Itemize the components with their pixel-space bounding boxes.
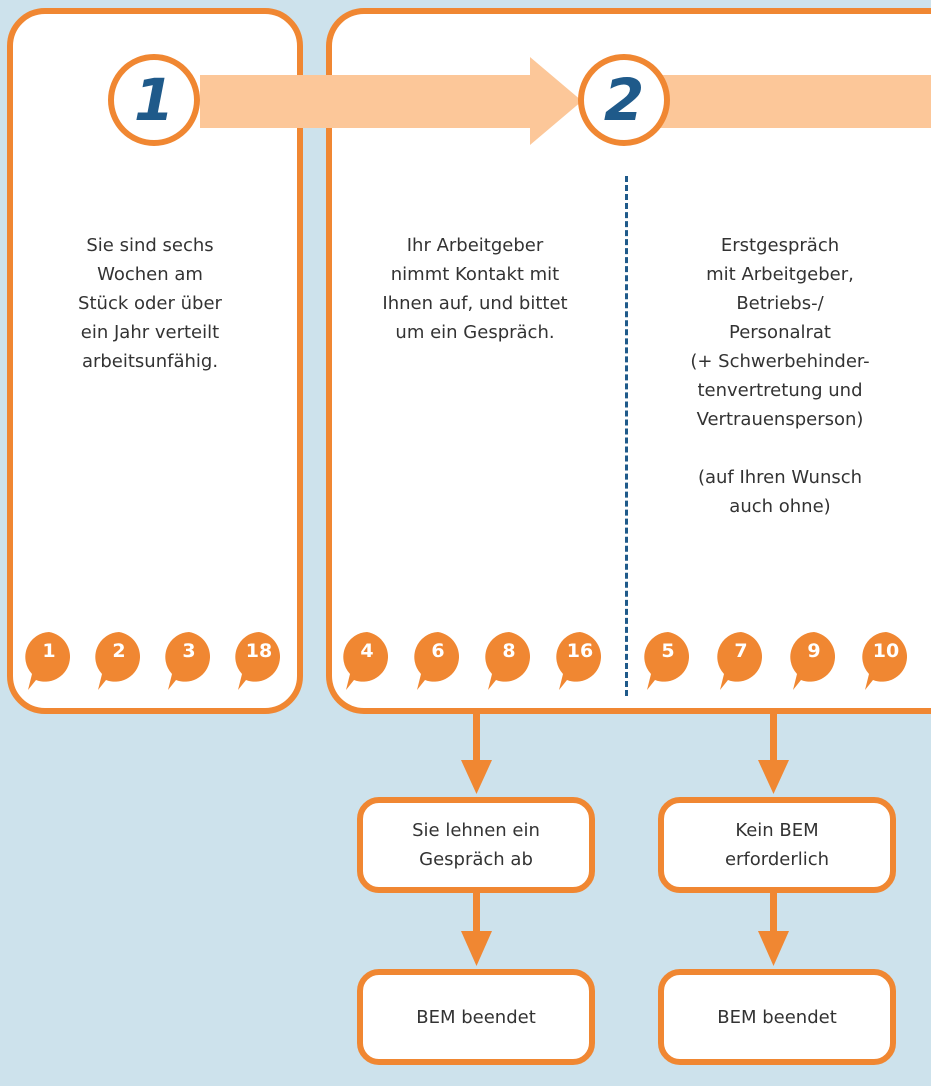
reference-bubble[interactable]: 1 [22,630,76,690]
reference-number: 2 [112,640,126,662]
connector-line-right-bottom [770,893,777,933]
reference-bubble[interactable]: 10 [859,630,913,690]
arrow-1-to-2 [200,57,582,145]
progress-arrow [200,57,931,145]
reference-bubble[interactable]: 9 [787,630,841,690]
reference-bubble[interactable]: 3 [162,630,216,690]
arrowhead-down-icon [758,931,789,966]
reference-number: 7 [734,640,748,662]
bem-ended-box-right: BEM beendet [658,969,896,1065]
step-1-circle: 1 [108,54,200,146]
bem-ended-box-left: BEM beendet [357,969,595,1065]
arrowhead-down-icon [461,760,492,794]
arrowhead-down-icon [461,931,492,966]
reference-bubble[interactable]: 4 [340,630,394,690]
reference-number: 3 [182,640,196,662]
reference-bubble[interactable]: 18 [232,630,286,690]
connector-line-left-top [473,714,480,762]
reference-bubble[interactable]: 8 [482,630,536,690]
no-bem-required-box: Kein BEM erforderlich [658,797,896,893]
step-2-number: 2 [603,66,645,134]
connector-line-left-bottom [473,893,480,933]
reference-bubble[interactable]: 16 [553,630,607,690]
reference-bubble[interactable]: 7 [714,630,768,690]
reference-number: 18 [245,640,273,662]
step1-description: Sie sind sechs Wochen am Stück oder über… [78,235,222,372]
reference-number: 10 [872,640,900,662]
arrowhead-down-icon [758,760,789,794]
reference-number: 5 [661,640,675,662]
reference-number: 4 [360,640,374,662]
dashed-divider [625,176,628,696]
reference-number: 6 [431,640,445,662]
step-2-circle: 2 [578,54,670,146]
reference-number: 8 [502,640,516,662]
reference-number: 9 [807,640,821,662]
reference-bubble[interactable]: 6 [411,630,465,690]
initial-meeting-description: Erstgespräch mit Arbeitgeber, Betriebs-/… [690,235,870,517]
connector-line-right-top [770,714,777,762]
reference-number: 1 [42,640,56,662]
decline-conversation-box: Sie lehnen ein Gespräch ab [357,797,595,893]
arrow-2-continuation [660,75,931,128]
reference-bubble[interactable]: 2 [92,630,146,690]
reference-bubble[interactable]: 5 [641,630,695,690]
employer-contact-description: Ihr Arbeitgeber nimmt Kontakt mit Ihnen … [382,235,568,343]
step-1-number: 1 [133,66,175,134]
reference-number: 16 [566,640,594,662]
